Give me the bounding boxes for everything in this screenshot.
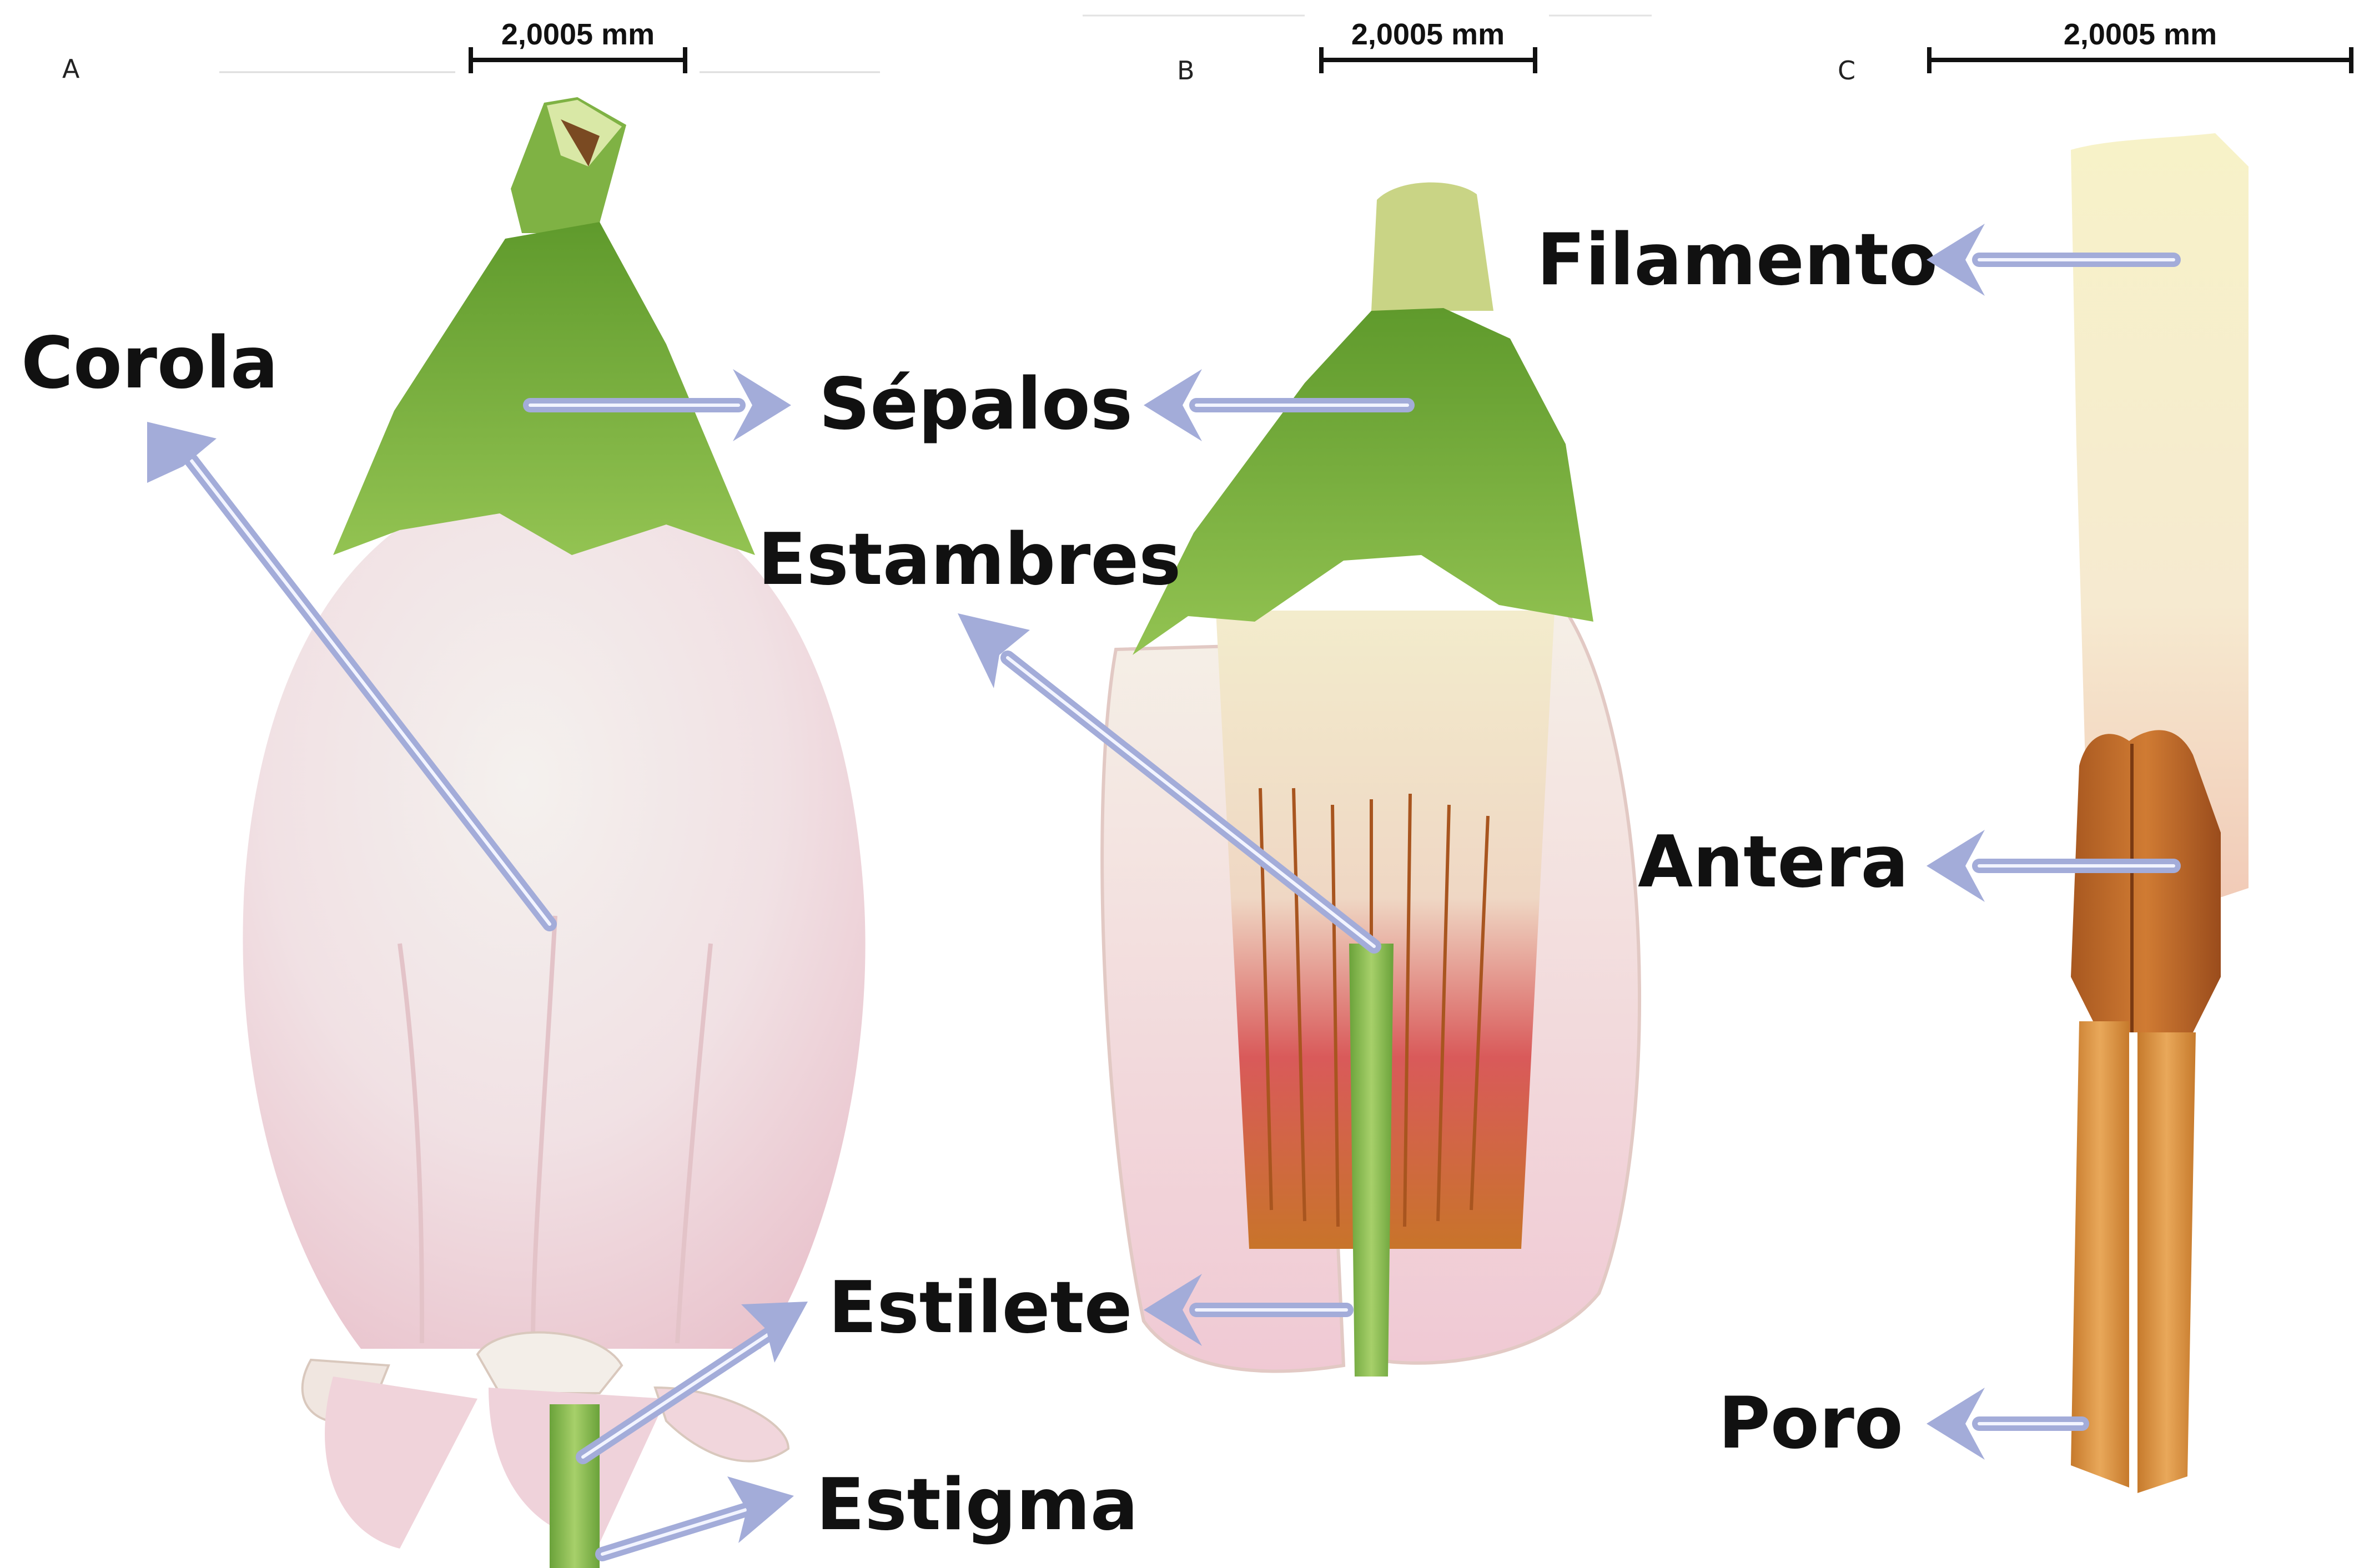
stamen-illustration [2071, 133, 2249, 1493]
panel-a-letter: A [62, 54, 80, 84]
label-estambres: Estambres [758, 518, 1181, 601]
panel-a-scale-label: 2,0005 mm [501, 18, 655, 51]
label-estigma: Estigma [816, 1464, 1138, 1546]
arrow-poro [1927, 1388, 2082, 1460]
label-filamento: Filamento [1537, 219, 1938, 301]
panel-a-scale-bar: 2,0005 mm [219, 18, 880, 73]
open-flower-illustration [1102, 183, 1639, 1377]
label-sepalos: Sépalos [819, 363, 1133, 446]
label-poro: Poro [1718, 1382, 1903, 1465]
label-antera: Antera [1638, 821, 1909, 904]
panel-b-scale-label: 2,0005 mm [1351, 18, 1505, 51]
panel-b: B 2,0005 mm [758, 16, 1652, 1546]
label-corola: Corola [21, 322, 278, 405]
panel-a: A 2,0005 mm [21, 18, 880, 1568]
panel-c-scale-bar: 2,0005 mm [1929, 18, 2351, 73]
panel-b-scale-bar: 2,0005 mm [1083, 16, 1652, 73]
arrow-estigma [602, 1476, 794, 1554]
panel-c-scale-label: 2,0005 mm [2064, 18, 2217, 51]
panel-c-letter: C [1838, 56, 1855, 85]
panel-b-letter: B [1177, 56, 1195, 85]
label-estilete: Estilete [828, 1267, 1132, 1349]
panel-c: C 2,0005 mm Filamento Antera [1537, 18, 2351, 1493]
